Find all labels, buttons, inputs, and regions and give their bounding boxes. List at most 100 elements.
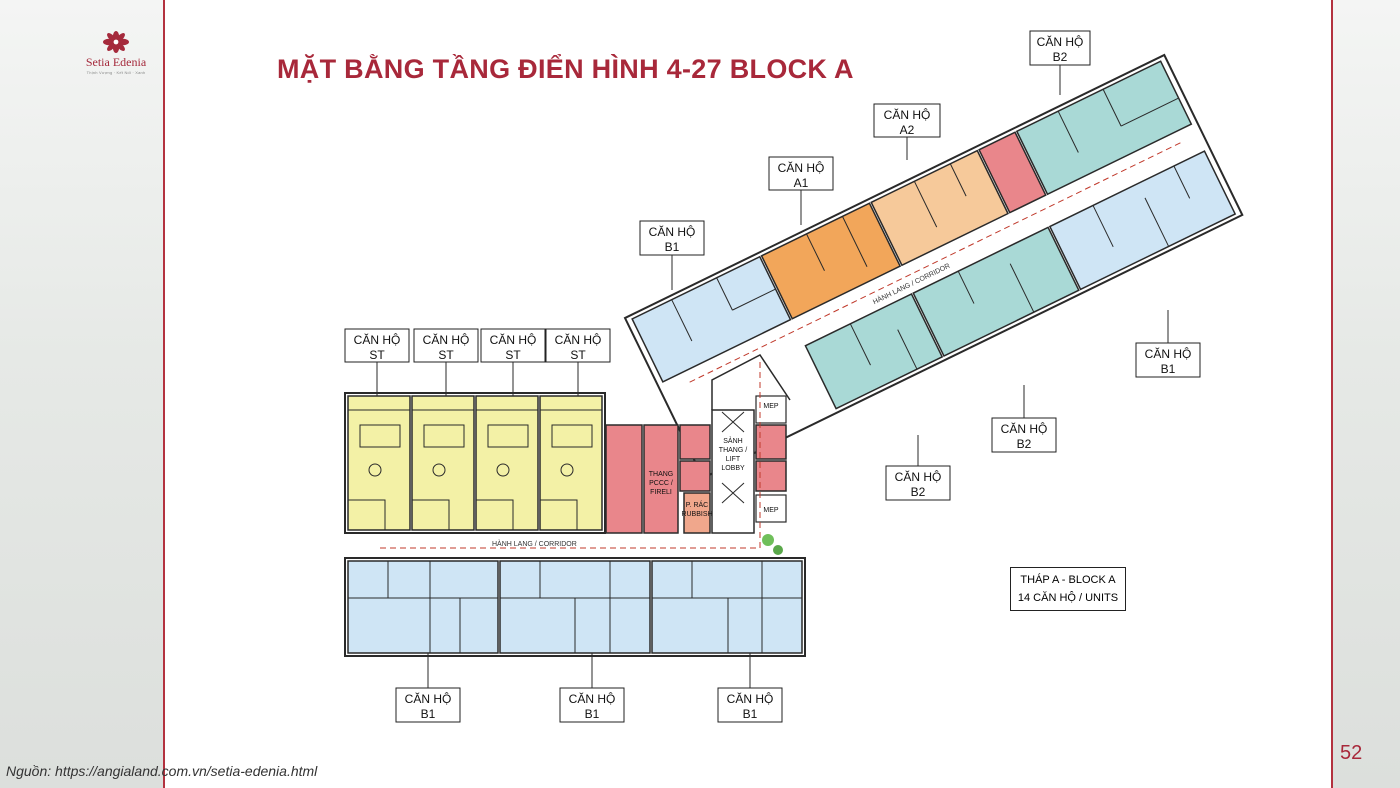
stair-label-3: FIRELI [650,489,672,496]
label-st-1-line1: CĂN HỘ [354,332,401,347]
label-b1-wing-line2: B1 [665,240,680,254]
label-b2-top-line1: CĂN HỘ [1037,34,1084,49]
lift-right-1 [755,424,787,460]
lift-right-2 [755,460,787,492]
unit-b1-wing [631,255,792,383]
lotus-logo-icon [103,31,129,53]
lobby-label-3: LIFT [726,456,741,463]
leader-lines [376,65,1169,688]
label-b1-wing: CĂN HỘ B1 [639,220,705,256]
unit-st-2 [411,395,475,531]
label-st-4: CĂN HỘ ST [545,328,611,363]
lobby-label-1: SẢNH [723,436,742,445]
tree-icon [762,534,774,546]
label-a1-line1: CĂN HỘ [778,160,825,175]
label-st-2: CĂN HỘ ST [413,328,479,363]
label-b2-low: CĂN HỘ B2 [885,465,951,501]
label-st-2-line1: CĂN HỘ [423,332,470,347]
wing-corridor-line [689,140,1185,383]
label-b1-bottom-3-line2: B1 [743,707,758,721]
rubbish-label-2: RUBBISH [681,511,712,518]
label-b1-bottom-3-line1: CĂN HỘ [727,691,774,706]
mep-top-room [755,395,787,424]
label-a2-line2: A2 [900,123,915,137]
unit-a2 [870,149,1009,267]
label-b1-bottom-3: CĂN HỘ B1 [717,687,783,723]
lift-left-2 [679,460,711,492]
stair-fire [643,424,679,534]
unit-b2-mid [912,226,1080,358]
legend-line2: 14 CĂN HỘ / UNITS [1017,592,1119,604]
rotated-wing: HÀNH LANG / CORRIDOR [623,53,1244,480]
bottom-interior-walls [348,561,802,653]
label-b2-mid-line1: CĂN HỘ [1001,421,1048,436]
stair-label-1: THANG [649,471,674,478]
label-a2-line1: CĂN HỘ [884,107,931,122]
label-st-3-line2: ST [505,348,521,362]
tree-icon-2 [773,545,783,555]
label-st-3-line1: CĂN HỘ [490,332,537,347]
unit-st-1 [347,395,411,531]
unit-st-4 [539,395,603,531]
unit-b1-bottom-3 [651,560,803,654]
label-b2-low-line2: B2 [911,485,926,499]
label-b2-mid: CĂN HỘ B2 [991,417,1057,453]
page-title: MẶT BẰNG TẦNG ĐIỂN HÌNH 4-27 BLOCK A [277,54,854,84]
brand-name: Setia Edenia [85,55,147,69]
label-st-1: CĂN HỘ ST [344,328,410,363]
label-b1-bottom-2-line1: CĂN HỘ [569,691,616,706]
mep-bottom-label: MEP [763,507,779,514]
block-legend: THÁP A - BLOCK A 14 CĂN HỘ / UNITS [1010,567,1126,611]
unit-a1 [760,202,902,320]
label-st-4-line1: CĂN HỘ [555,332,602,347]
right-background-strip [1333,0,1400,788]
label-st-4-line2: ST [570,348,586,362]
label-b1-right-line2: B1 [1161,362,1176,376]
label-b1-bottom-1-line2: B1 [421,707,436,721]
unit-st-3 [475,395,539,531]
unit-b2-top [1015,60,1193,196]
lift-left-1 [679,424,711,460]
bottom-block [344,557,806,657]
unit-b1-right [1048,150,1237,291]
lobby-label-4: LOBBY [721,465,745,472]
wing-core [978,131,1047,214]
left-background-strip [0,0,163,788]
unit-b1-bottom-1 [347,560,499,654]
label-a2: CĂN HỘ A2 [873,103,941,138]
studio-block [344,392,606,534]
stair-core [605,424,643,534]
label-a1: CĂN HỘ A1 [768,156,834,191]
label-b2-low-line1: CĂN HỘ [895,469,942,484]
label-b1-bottom-2: CĂN HỘ B1 [559,687,625,723]
rubbish-room [683,492,711,534]
core-wing-connector [711,354,791,410]
mep-bottom-room [755,494,787,523]
studio-interior-walls [348,409,602,530]
legend-line1: THÁP A - BLOCK A [1020,574,1116,586]
label-b1-right-line1: CĂN HỘ [1145,346,1192,361]
label-b2-top-line2: B2 [1053,50,1068,64]
label-b1-right: CĂN HỘ B1 [1135,342,1201,378]
wing-interior-walls [671,89,1191,370]
stair-label-2: PCCC / [649,480,673,487]
unit-b2-low [804,292,944,410]
label-st-3: CĂN HỘ ST [480,328,546,363]
mep-top-label: MEP [763,403,779,410]
label-b1-wing-line1: CĂN HỘ [649,224,696,239]
label-b2-top: CĂN HỘ B2 [1029,30,1091,66]
label-b1-bottom-2-line2: B1 [585,707,600,721]
label-st-2-line2: ST [438,348,454,362]
label-b1-bottom-1: CĂN HỘ B1 [395,687,461,723]
label-b1-bottom-1-line1: CĂN HỘ [405,691,452,706]
label-b2-mid-line2: B2 [1017,437,1032,451]
brand-logo: Setia Edenia Thịnh Vượng · Kết Nối · Xan… [70,30,162,75]
source-note: Nguồn: https://angialand.com.vn/setia-ed… [6,763,318,779]
lobby-door-bottom [721,482,745,504]
brand-tagline: Thịnh Vượng · Kết Nối · Xanh [86,70,146,75]
lobby-label-2: THANG / [719,447,747,454]
lift-lobby [711,409,755,534]
label-st-1-line2: ST [369,348,385,362]
main-corridor-label: HÀNH LANG / CORRIDOR [492,539,577,548]
